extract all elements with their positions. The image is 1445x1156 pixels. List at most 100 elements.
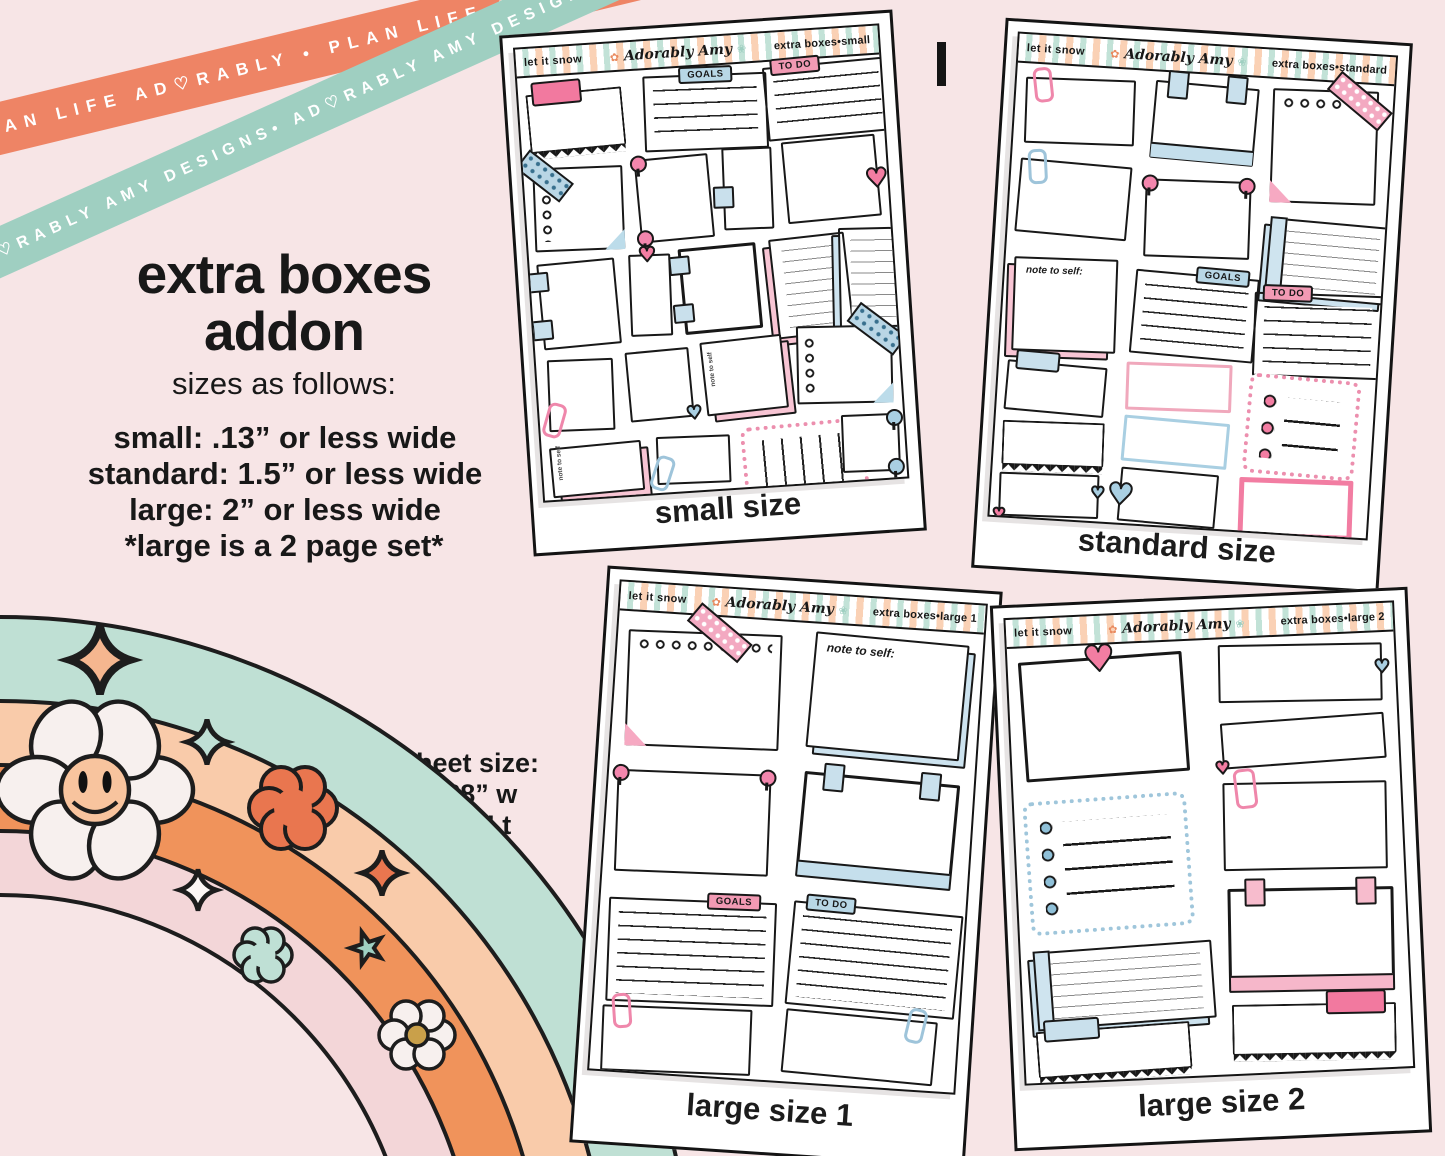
sticker-box bbox=[1003, 348, 1108, 419]
coral-flower-icon bbox=[247, 765, 339, 851]
tab-decoration bbox=[1325, 989, 1387, 1015]
sticker-box: note to self: bbox=[805, 631, 970, 762]
collection-name: let it snow bbox=[1013, 624, 1073, 640]
sticker-box bbox=[1014, 148, 1133, 242]
note-side-label: note to self bbox=[554, 445, 565, 481]
sticker-box bbox=[1222, 767, 1388, 872]
tab-decoration bbox=[1355, 876, 1377, 905]
brand-name: Adorably Amy bbox=[725, 593, 835, 618]
pin-decoration bbox=[759, 769, 777, 787]
sticker-box bbox=[540, 357, 616, 440]
flower-doodle-icon: ✿ bbox=[1107, 622, 1118, 636]
large-set-note: *large is a 2 page set* bbox=[124, 528, 444, 563]
sheet-title: extra boxes•small bbox=[773, 33, 871, 52]
tab-decoration bbox=[712, 186, 735, 209]
paperclip-decoration bbox=[611, 992, 633, 1029]
sticker-box bbox=[525, 78, 627, 154]
tab-decoration bbox=[672, 303, 696, 324]
paperclip-decoration bbox=[1027, 148, 1049, 185]
paperclip-decoration bbox=[648, 453, 678, 493]
sticker-box: GOALS bbox=[1128, 266, 1260, 364]
heart-icon: ♥ bbox=[1089, 482, 1106, 503]
brand-logo: ✿ Adorably Amy ❀ bbox=[609, 40, 746, 65]
sticker-box: ♥ bbox=[1017, 637, 1191, 783]
brand-name: Adorably Amy bbox=[1121, 615, 1231, 637]
sticker-box bbox=[600, 992, 753, 1076]
goals-label: GOALS bbox=[677, 65, 733, 85]
heart-icon: ♥ bbox=[1080, 637, 1117, 682]
sticker-box bbox=[1035, 1016, 1193, 1079]
sheet-title: extra boxes•large 2 bbox=[1280, 610, 1385, 628]
tab-decoration bbox=[918, 771, 943, 802]
sticker-box: TO DO bbox=[761, 54, 895, 142]
heart-icon: ♥ bbox=[637, 241, 658, 268]
sticker-box: ♥ bbox=[1217, 642, 1391, 704]
paperclip-decoration bbox=[1032, 66, 1055, 104]
zigzag-edge bbox=[797, 859, 950, 889]
collection-name: let it snow bbox=[523, 52, 583, 69]
flower-doodle-icon: ❀ bbox=[838, 603, 849, 618]
todo-label: TO DO bbox=[769, 54, 821, 77]
goals-label: GOALS bbox=[1195, 266, 1251, 289]
sheet-title: extra boxes•large 1 bbox=[872, 605, 978, 625]
tab-decoration bbox=[1166, 70, 1191, 100]
sticker-box: TO DO bbox=[1251, 284, 1383, 381]
sticker-grid: ♥ ♥ ♥ bbox=[1007, 631, 1413, 1083]
tab-decoration bbox=[1042, 1016, 1101, 1043]
sticker-box: note to self bbox=[699, 333, 790, 417]
sticker-box bbox=[794, 762, 961, 892]
sticker-box bbox=[1231, 989, 1397, 1055]
sticker-box bbox=[1241, 372, 1362, 482]
heart-icon: ♥ bbox=[1213, 757, 1232, 780]
sticker-box bbox=[1001, 419, 1105, 468]
sticker-box bbox=[780, 1006, 938, 1087]
rainbow-decoration bbox=[0, 615, 678, 1156]
heart-icon: ♥ bbox=[863, 162, 891, 196]
sticker-box bbox=[668, 242, 764, 336]
brand-logo: ✿ Adorably Amy ❀ bbox=[1108, 615, 1245, 637]
sticker-box: GOALS bbox=[605, 892, 778, 1008]
sticker-box bbox=[624, 602, 783, 752]
sticker-box: note to self: bbox=[1011, 256, 1119, 354]
note-side-label: note to self bbox=[706, 351, 718, 387]
note-to-self-label: note to self: bbox=[1025, 264, 1083, 278]
sticker-box bbox=[1237, 476, 1354, 541]
sticker-grid: note to self: GOALS TO DO bbox=[589, 602, 984, 1092]
size-line-standard: standard: 1.5” or less wide bbox=[87, 456, 483, 491]
sticker-box: ♥ bbox=[1213, 711, 1387, 780]
brand-logo: ✿ Adorably Amy ❀ bbox=[1110, 45, 1247, 70]
sticker-box bbox=[1033, 939, 1217, 1031]
brand-logo: ✿ Adorably Amy ❀ bbox=[711, 593, 848, 618]
sticker-sheet-standard: let it snow ✿ Adorably Amy ❀ extra boxes… bbox=[987, 31, 1399, 541]
sticker-sheet-large-2: let it snow ✿ Adorably Amy ❀ extra boxes… bbox=[1003, 600, 1416, 1086]
sheet-title: extra boxes•standard bbox=[1271, 57, 1388, 77]
pin-decoration bbox=[1141, 174, 1159, 192]
size-line-small: small: .13” or less wide bbox=[113, 420, 457, 455]
todo-label: TO DO bbox=[805, 893, 858, 916]
tab-decoration bbox=[530, 78, 583, 107]
sticker-box bbox=[1125, 361, 1233, 414]
gold-daisy-icon bbox=[377, 999, 457, 1071]
flower-doodle-icon: ✿ bbox=[609, 50, 620, 64]
sticker-box: GOALS bbox=[642, 65, 770, 153]
brand-name: Adorably Amy bbox=[623, 40, 733, 64]
flower-doodle-icon: ✿ bbox=[1109, 46, 1120, 61]
tab-decoration bbox=[531, 319, 555, 342]
title-line-2: addon bbox=[204, 300, 365, 362]
flower-doodle-icon: ❀ bbox=[1235, 616, 1245, 631]
tab-decoration bbox=[668, 255, 691, 277]
tab-decoration bbox=[527, 271, 550, 294]
sheet-caption: large size 2 bbox=[1137, 1080, 1306, 1124]
sticker-box bbox=[1227, 876, 1396, 993]
paperclip-decoration bbox=[1232, 767, 1259, 810]
tab-decoration bbox=[822, 762, 846, 793]
note-to-self-label: note to self: bbox=[826, 640, 896, 661]
sticker-sheet-small: let it snow ✿ Adorably Amy ❀ extra boxes… bbox=[512, 23, 910, 503]
goals-label: GOALS bbox=[706, 892, 762, 912]
sheet-card-large-1: let it snow ✿ Adorably Amy ❀ extra boxes… bbox=[569, 565, 1003, 1156]
sticker-box bbox=[1021, 790, 1196, 937]
sticker-sheet-large-1: let it snow ✿ Adorably Amy ❀ extra boxes… bbox=[587, 579, 988, 1095]
flower-doodle-icon: ✿ bbox=[711, 595, 722, 609]
sticker-box bbox=[712, 146, 775, 231]
sticker-grid: GOALS TO DO ♥ ♥ ♥ note to self note to s… bbox=[515, 54, 910, 503]
